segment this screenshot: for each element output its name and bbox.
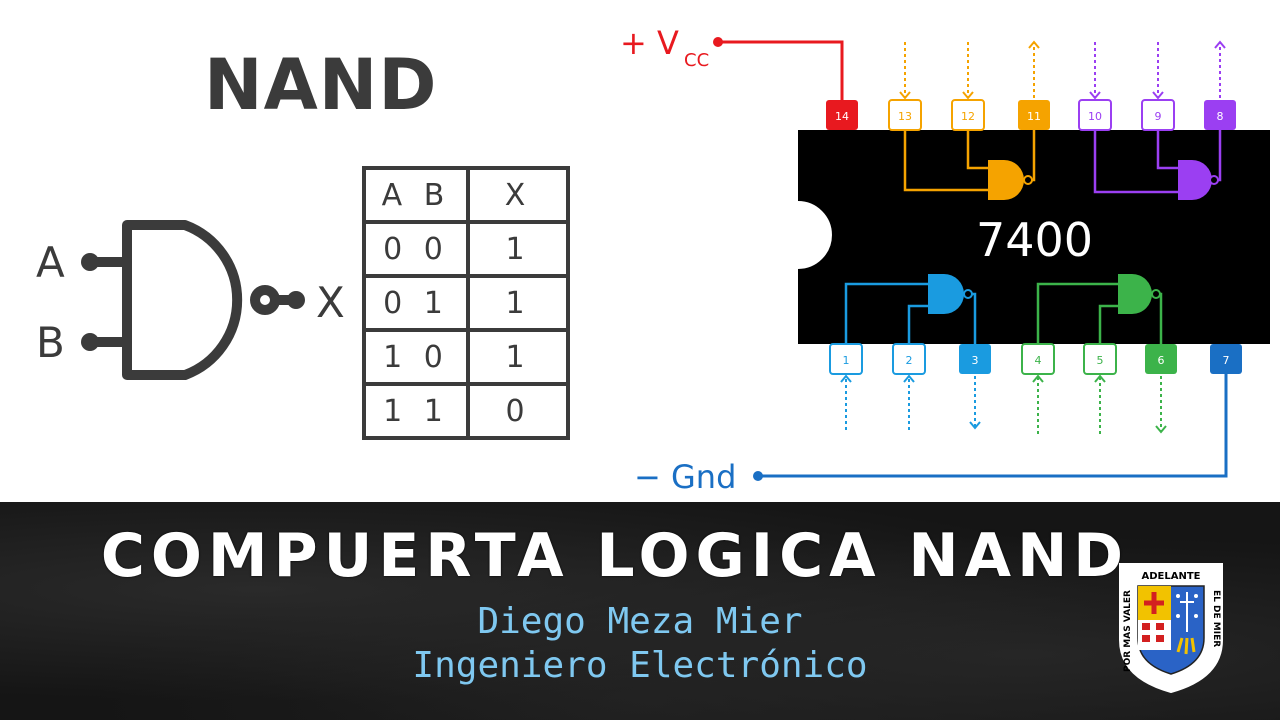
gnd-label: − Gnd (634, 458, 736, 496)
output-dot (287, 291, 305, 309)
crest-shield (1137, 585, 1205, 675)
input-a-dot (81, 253, 99, 271)
top-arrowheads (899, 40, 1226, 100)
gnd-dot (753, 471, 763, 481)
input-b-dot (81, 333, 99, 351)
input-a-label: A (36, 238, 65, 287)
pin-7 (1210, 344, 1242, 374)
pin-4-label: 4 (1035, 354, 1042, 367)
blue-gate (928, 274, 964, 314)
top-leads (904, 42, 1221, 98)
blue-gate-bubble (963, 289, 973, 299)
bottom-arrowheads (840, 374, 1167, 434)
nand-gate-symbol (81, 220, 305, 380)
pin-8-label: 8 (1217, 110, 1224, 123)
crest-stars (1176, 594, 1198, 618)
purple-gate (1178, 160, 1212, 200)
table-row: 1 0 1 (362, 328, 570, 386)
crest-top-band (1124, 568, 1218, 582)
gnd-wire (758, 374, 1228, 478)
gate-title: NAND (204, 44, 438, 126)
pin-11 (1018, 100, 1050, 130)
bottom-leads (845, 376, 1162, 434)
coat-of-arms-crest: ADELANTE POR MAS VALER EL DE MIER (1119, 563, 1223, 694)
truth-table-header: A B X (362, 166, 570, 224)
banner-title: COMPUERTA LOGICA NAND (100, 521, 1130, 591)
gate-body (122, 220, 243, 380)
top-pin-row: 14 13 12 11 10 9 8 (826, 99, 1236, 131)
crest-red-checks (1142, 623, 1164, 642)
header-inputs: A B (362, 166, 470, 224)
pin-7-label: 7 (1223, 354, 1230, 367)
orange-gate-bubble (1023, 175, 1033, 185)
pin-2-label: 2 (906, 354, 913, 367)
vcc-wire (718, 40, 844, 100)
pin-13-label: 13 (898, 110, 912, 123)
diagram-area: NAND A B X A B X 0 0 1 0 1 1 1 0 1 (36, 24, 1270, 496)
table-row: 0 1 1 (362, 274, 570, 332)
vcc-subscript: CC (684, 50, 709, 71)
pin-5-label: 5 (1097, 354, 1104, 367)
bottom-pin-row: 1 2 3 4 5 6 7 (829, 343, 1242, 375)
pin-14-label: 14 (835, 110, 849, 123)
pin-14 (826, 100, 858, 130)
cell-inputs: 0 1 (362, 274, 470, 332)
vcc-label: + V (620, 24, 679, 62)
pin-1-label: 1 (843, 354, 850, 367)
pin-6-label: 6 (1158, 354, 1165, 367)
purple-gate-bubble (1209, 175, 1219, 185)
crest-left-text: POR MAS VALER (1123, 590, 1133, 672)
ic-notch (797, 201, 832, 269)
truth-table: A B X 0 0 1 0 1 1 1 0 1 1 1 0 (362, 166, 570, 440)
cell-output: 1 (466, 274, 570, 332)
crest-red-cross (1144, 592, 1164, 614)
table-row: 1 1 0 (362, 382, 570, 440)
output-x-label: X (316, 278, 345, 327)
cell-inputs: 1 1 (362, 382, 470, 440)
pin-3-label: 3 (972, 354, 979, 367)
pin-12-label: 12 (961, 110, 975, 123)
cell-output: 0 (466, 382, 570, 440)
pin-11-label: 11 (1027, 110, 1041, 123)
cell-output: 1 (466, 220, 570, 278)
crest-top-text: ADELANTE (1141, 571, 1200, 582)
green-gate-bubble (1151, 289, 1161, 299)
cell-inputs: 0 0 (362, 220, 470, 278)
pin-3 (959, 344, 991, 374)
cell-output: 1 (466, 328, 570, 386)
pin-9-label: 9 (1155, 110, 1162, 123)
crest-right-text: EL DE MIER (1211, 590, 1221, 647)
input-b-label: B (36, 318, 65, 367)
pin-6 (1145, 344, 1177, 374)
author-profession: Ingeniero Electrónico (412, 645, 868, 686)
crest-wheat (1176, 637, 1196, 655)
vcc-dot (713, 37, 723, 47)
ic-part-number: 7400 (976, 213, 1093, 267)
table-row: 0 0 1 (362, 220, 570, 278)
cell-inputs: 1 0 (362, 328, 470, 386)
pin-10-label: 10 (1088, 110, 1102, 123)
green-gate (1118, 274, 1152, 314)
orange-gate (988, 160, 1024, 200)
title-banner: COMPUERTA LOGICA NAND Diego Meza Mier In… (0, 502, 1280, 720)
header-output: X (466, 166, 570, 224)
author-name: Diego Meza Mier (477, 601, 803, 642)
ic-7400-pinout: + V CC 7400 14 13 12 11 10 9 8 1 (620, 24, 1270, 496)
pin-8 (1204, 100, 1236, 130)
